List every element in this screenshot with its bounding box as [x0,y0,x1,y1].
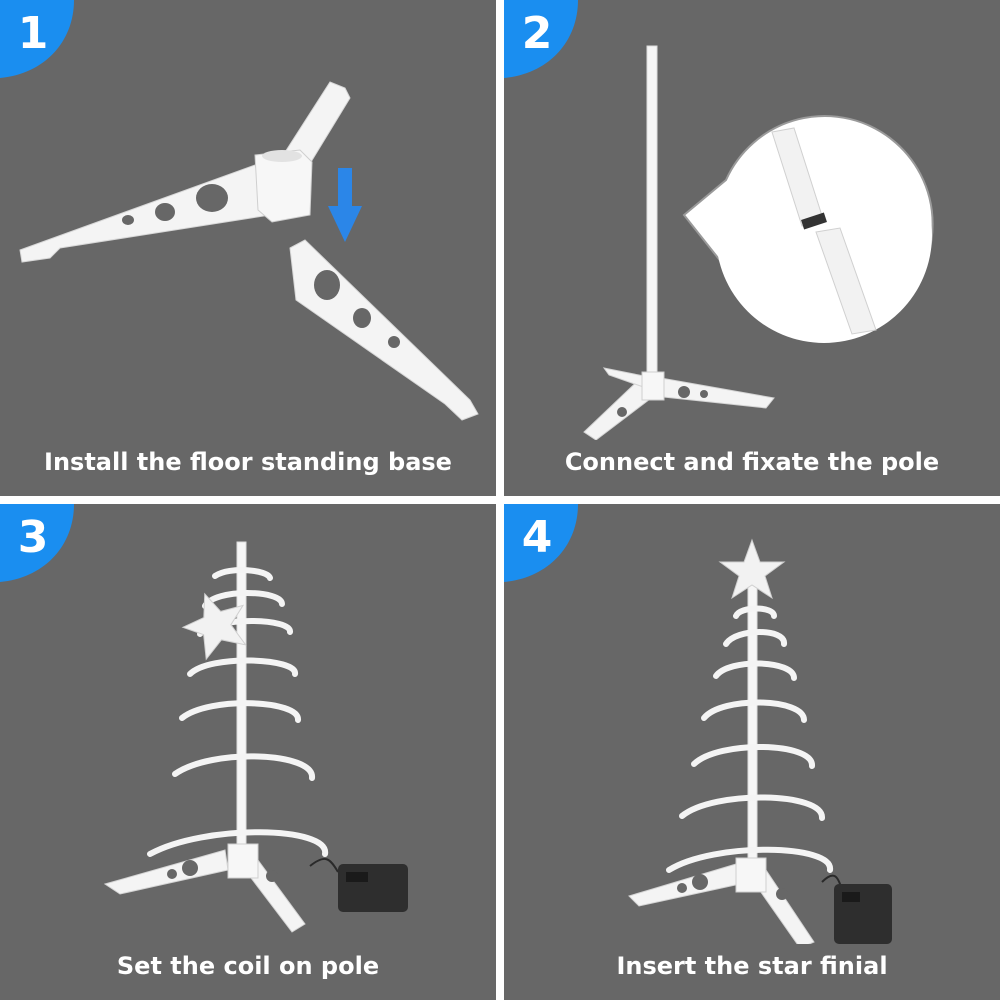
tree-base [103,843,306,933]
base-hub [254,149,313,223]
base-leg-detached [289,239,479,421]
base-leg-left [19,164,271,263]
step-caption-1: Install the floor standing base [44,448,452,476]
led-coil [666,605,833,873]
down-arrow-icon [328,168,362,242]
battery-box [821,874,892,944]
step-panel-1: 1 Install the [0,0,496,496]
step-badge-4: 4 [504,504,584,584]
badge-shape [0,0,74,78]
badge-shape [504,0,578,78]
pole-base [583,367,775,440]
step-number-3: 3 [17,512,49,563]
step-number-1: 1 [17,8,49,59]
star-finial [718,538,786,600]
step-caption-4: Insert the star finial [616,952,888,980]
pole-joint-detail [771,127,877,335]
zoom-callout [682,115,934,343]
step-panel-2: 2 Connect and fixate the pole [504,0,1000,496]
badge-shape [504,504,578,582]
star-finial [181,592,247,661]
finished-tree-illustration [628,538,892,944]
step-badge-1: 1 [0,0,80,80]
step-caption-3: Set the coil on pole [116,952,380,980]
step-number-2: 2 [521,8,553,59]
battery-box [309,857,408,912]
tree-base [628,857,815,944]
pole [646,45,658,387]
step-badge-2: 2 [504,0,584,80]
pole-illustration [583,45,934,440]
badge-shape [0,504,74,582]
step-caption-2: Connect and fixate the pole [564,448,940,476]
step-panel-4: 4 Insert the [504,504,1000,1000]
coil-tree-illustration [103,541,408,933]
step-number-4: 4 [521,512,553,563]
step-badge-3: 3 [0,504,80,584]
step-panel-3: 3 Set the co [0,504,496,1000]
pole [747,581,758,873]
floor-base-illustration [19,81,479,421]
